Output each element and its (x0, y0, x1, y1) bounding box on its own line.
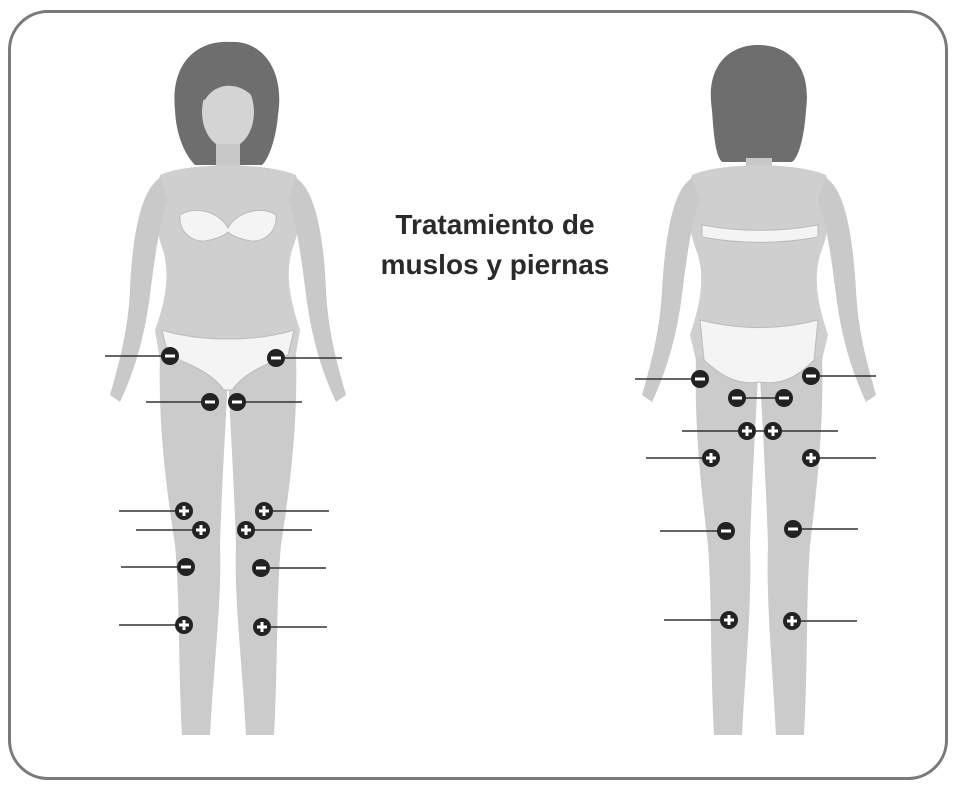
title-line-2: muslos y piernas (345, 245, 645, 285)
front-electrode-positive (255, 502, 273, 520)
front-torso (155, 165, 301, 360)
back-electrode-positive (738, 422, 756, 440)
front-electrode-negative (228, 393, 246, 411)
back-electrode-positive (764, 422, 782, 440)
back-hair (711, 45, 807, 162)
back-electrode-positive (802, 449, 820, 467)
back-right-leg (760, 355, 822, 735)
front-left-arm (110, 178, 168, 402)
back-right-arm (818, 178, 876, 402)
back-electrode-negative (728, 389, 746, 407)
front-electrode-positive (237, 521, 255, 539)
back-figure (635, 45, 876, 735)
back-electrode-negative (717, 522, 735, 540)
back-left-arm (642, 178, 700, 402)
front-electrode-positive (175, 502, 193, 520)
front-electrode-negative (201, 393, 219, 411)
front-left-leg (160, 355, 228, 735)
front-figure (105, 42, 346, 735)
front-right-leg (228, 355, 296, 735)
front-electrode-negative (252, 559, 270, 577)
back-electrode-negative (775, 389, 793, 407)
back-electrode-positive (783, 612, 801, 630)
front-electrode-negative (267, 349, 285, 367)
title-line-1: Tratamiento de (345, 205, 645, 245)
front-right-arm (288, 178, 346, 402)
front-electrode-positive (175, 616, 193, 634)
back-electrode-negative (784, 520, 802, 538)
back-electrode-negative (691, 370, 709, 388)
back-left-leg (696, 355, 758, 735)
front-electrode-positive (253, 618, 271, 636)
front-electrode-negative (161, 347, 179, 365)
back-electrode-positive (702, 449, 720, 467)
front-electrode-negative (177, 558, 195, 576)
diagram-title: Tratamiento de muslos y piernas (345, 205, 645, 285)
back-electrode-negative (802, 367, 820, 385)
back-electrode-positive (720, 611, 738, 629)
front-electrode-positive (192, 521, 210, 539)
